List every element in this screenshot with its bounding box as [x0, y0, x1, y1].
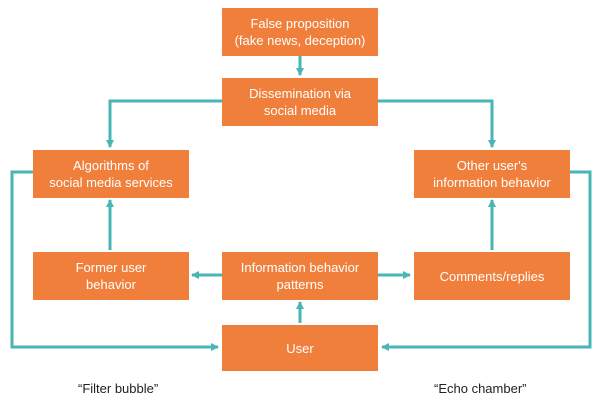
former-user-behavior-label: Former user behavior: [75, 260, 147, 292]
information-patterns-label: Information behavior patterns: [240, 260, 360, 292]
arrow-dissemination-to-other-behavior: [378, 99, 496, 148]
arrow-dissemination-to-algorithms: [106, 99, 222, 148]
former-user-behavior-box: Former user behavior: [33, 252, 189, 300]
echo-chamber-caption: “Echo chamber”: [434, 381, 527, 396]
information-patterns-box: Information behavior patterns: [222, 252, 378, 300]
user-box: User: [222, 325, 378, 371]
comments-replies-label: Comments/replies: [439, 268, 545, 284]
other-user-behavior-label: Other user's information behavior: [433, 158, 551, 190]
dissemination-box: Dissemination via social media: [222, 78, 378, 126]
user-label: User: [286, 340, 314, 356]
arrow-algorithms-to-user: [10, 170, 219, 351]
other-user-behavior-box: Other user's information behavior: [414, 150, 570, 198]
algorithms-box: Algorithms of social media services: [33, 150, 189, 198]
arrow-other-behavior-to-user: [381, 170, 592, 351]
dissemination-label: Dissemination via social media: [249, 86, 351, 118]
false-proposition-box: False proposition (fake news, deception): [222, 8, 378, 56]
algorithms-label: Algorithms of social media services: [49, 158, 173, 190]
comments-replies-box: Comments/replies: [414, 252, 570, 300]
false-proposition-label: False proposition (fake news, deception): [234, 16, 366, 48]
filter-bubble-caption: “Filter bubble”: [78, 381, 159, 396]
